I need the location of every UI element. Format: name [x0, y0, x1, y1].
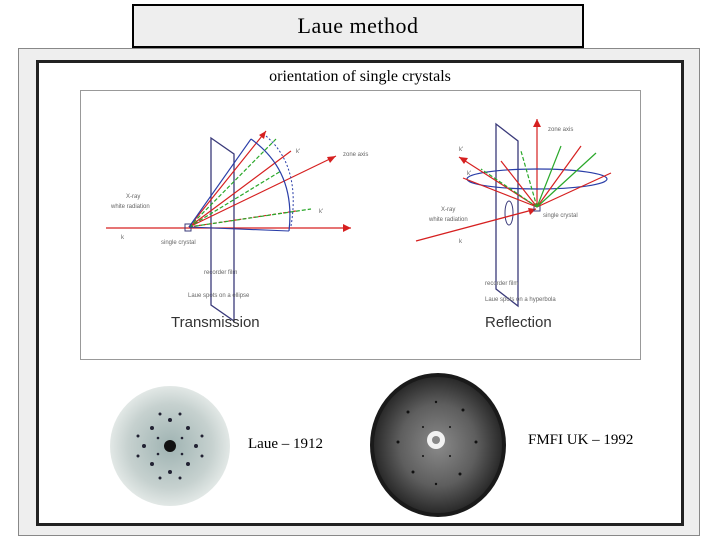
kprime2-label: k'	[467, 171, 471, 177]
title-box: Laue method	[132, 4, 584, 48]
white-radiation-label: white radiation	[110, 204, 150, 210]
kprime-label: k'	[296, 149, 300, 155]
k-label: k	[121, 235, 125, 241]
laue-1912-caption: Laue – 1912	[248, 436, 323, 453]
laue-spots-label: Laue spots on a hyperbola	[485, 297, 556, 303]
single-crystal-label: single crystal	[161, 240, 196, 246]
arrow-head	[343, 224, 351, 232]
zone-axis-label: zone axis	[343, 152, 368, 158]
fmfi-1992-photo	[368, 372, 508, 518]
fmfi-1992-caption: FMFI UK – 1992	[528, 432, 633, 449]
recorder-film-label: recorder film	[485, 281, 518, 287]
reflection-panel: zone axis k' k' X-ray white radiation k …	[416, 119, 611, 331]
reflection-label: Reflection	[485, 314, 552, 331]
xray-label: X-ray	[126, 194, 140, 200]
k-label: k	[459, 239, 463, 245]
white-radiation-label: white radiation	[428, 217, 468, 223]
transmission-label: Transmission	[171, 314, 260, 331]
laue-diagram-svg: X-ray white radiation k k' k' zone axis …	[81, 91, 640, 359]
zone-axis-label: zone axis	[548, 127, 573, 133]
page-title: Laue method	[298, 13, 419, 39]
transmission-panel: X-ray white radiation k k' k' zone axis …	[106, 131, 368, 331]
single-crystal-label: single crystal	[543, 213, 578, 219]
laue-1912-photo	[108, 384, 233, 509]
subtitle: orientation of single crystals	[0, 68, 720, 86]
kprime2-label: k'	[319, 209, 323, 215]
recorder-film-label: recorder film	[204, 270, 237, 276]
laue-spots-label: Laue spots on a ellipse	[188, 293, 250, 299]
kprime-label: k'	[459, 147, 463, 153]
laue-diagram: X-ray white radiation k k' k' zone axis …	[80, 90, 641, 360]
xray-label: X-ray	[441, 207, 455, 213]
